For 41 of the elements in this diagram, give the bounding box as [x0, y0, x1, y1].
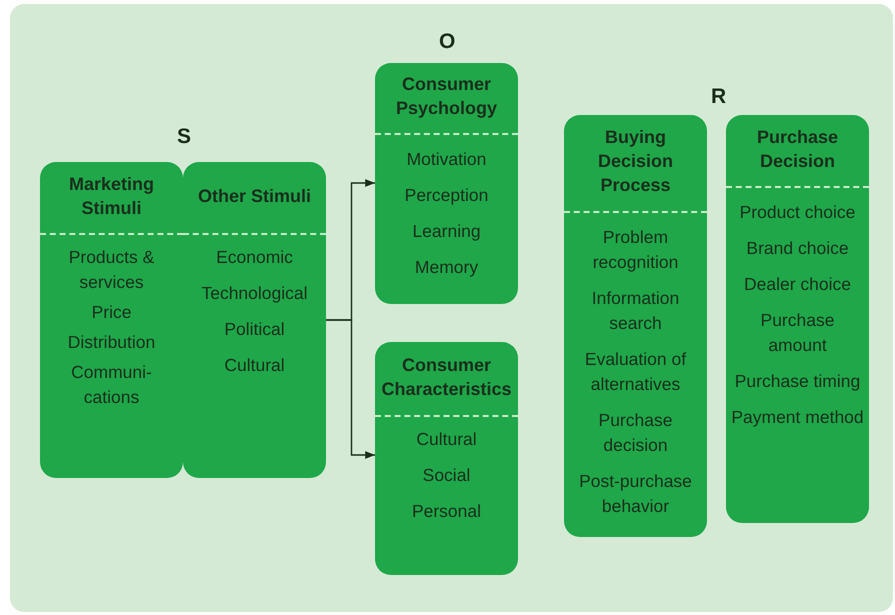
list-item: Products & services — [68, 246, 156, 294]
box-heading: Buying Decision Process — [564, 115, 707, 213]
list-item: Learning — [411, 220, 482, 243]
box-heading: Consumer Characteristics — [375, 342, 518, 417]
category-box — [375, 63, 518, 304]
box-heading: Consumer Psychology — [375, 63, 518, 135]
arrow — [326, 319, 375, 459]
list-item: Communi- cations — [70, 361, 153, 409]
list-item: Product choice — [738, 201, 856, 224]
list-item: Cultural — [223, 354, 286, 377]
box-heading: Other Stimuli — [183, 162, 326, 235]
list-item: Social — [422, 464, 472, 487]
category-box — [40, 162, 183, 478]
list-item: Problem recognition — [592, 226, 680, 274]
list-item: Dealer choice — [743, 273, 852, 296]
category-box — [564, 115, 707, 537]
category-box — [183, 162, 326, 478]
list-item: Purchase amount — [760, 309, 836, 357]
list-item: Economic — [215, 246, 294, 269]
list-item: Purchase timing — [734, 370, 862, 393]
list-item: Technological — [200, 282, 309, 305]
box-heading: Purchase Decision — [726, 115, 869, 188]
list-item: Political — [223, 318, 286, 341]
section-letter: R — [711, 85, 726, 109]
section-letter: O — [439, 30, 456, 54]
list-item: Cultural — [415, 428, 478, 451]
list-item: Distribution — [66, 331, 156, 354]
list-item: Brand choice — [745, 237, 850, 260]
list-item: Price — [90, 301, 132, 324]
list-item: Motivation — [406, 148, 488, 171]
list-item: Information search — [590, 287, 680, 335]
list-item: Perception — [404, 184, 490, 207]
list-item: Memory — [414, 256, 480, 279]
category-box — [726, 115, 869, 523]
list-item: Purchase decision — [598, 409, 674, 457]
list-item: Payment method — [730, 406, 865, 429]
section-letter: S — [177, 125, 192, 149]
category-box — [375, 342, 518, 575]
list-item: Evaluation of alternatives — [584, 348, 688, 396]
list-item: Personal — [410, 500, 482, 523]
list-item: Post-purchase behavior — [578, 470, 693, 518]
